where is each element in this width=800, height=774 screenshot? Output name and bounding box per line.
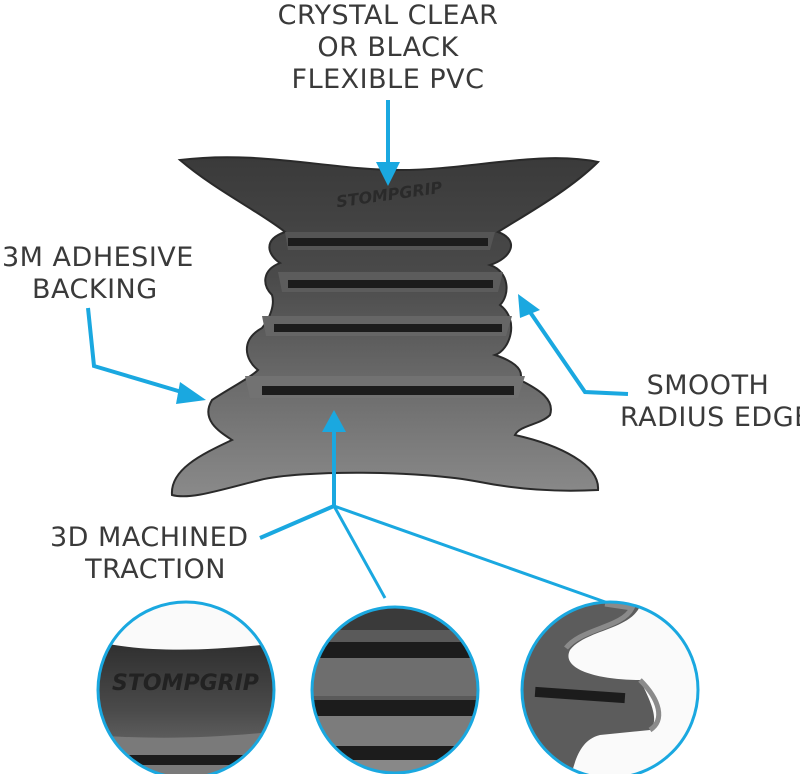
groove-2 — [288, 280, 493, 288]
brand-logo-detail: STOMPGRIP — [112, 671, 259, 696]
callout-pvc: CRYSTAL CLEAR OR BLACK FLEXIBLE PVC — [270, 0, 506, 96]
callout-pvc-line-1: CRYSTAL CLEAR — [277, 0, 499, 31]
groove-4 — [262, 386, 514, 395]
detail-circle-grooves — [310, 605, 480, 774]
callout-arrows — [86, 100, 629, 605]
callout-pvc-line-3: FLEXIBLE PVC — [291, 64, 485, 95]
traction-pad: STOMPGRIP — [170, 156, 601, 498]
detail-circle-edge — [520, 600, 700, 774]
edge-arrowhead-icon — [518, 294, 540, 318]
callout-pvc-line-2: OR BLACK — [317, 32, 459, 63]
callout-adhesive-line-1: 3M ADHESIVE — [2, 242, 194, 273]
callout-edge: SMOOTH RADIUS EDGE — [620, 370, 800, 434]
traction-leader-1 — [332, 505, 387, 599]
callout-traction-line-1: 3D MACHINED — [50, 522, 249, 553]
groove-3 — [274, 324, 502, 332]
traction-leader-2 — [333, 504, 609, 605]
edge-arrow-line — [528, 310, 629, 396]
groove-1 — [288, 238, 488, 246]
traction-arrowhead-icon — [322, 410, 346, 432]
adhesive-arrowhead-icon — [176, 382, 206, 404]
callout-adhesive: 3M ADHESIVE BACKING — [2, 242, 194, 306]
adhesive-arrow-line — [86, 307, 186, 395]
callout-traction-line-2: TRACTION — [85, 554, 226, 585]
callout-adhesive-line-2: BACKING — [32, 274, 158, 305]
pvc-arrowhead-icon — [376, 162, 400, 186]
callout-edge-line-2: RADIUS EDGE — [620, 402, 800, 433]
callout-traction: 3D MACHINED TRACTION — [50, 522, 248, 586]
callout-edge-line-1: SMOOTH — [646, 370, 770, 401]
detail-circle-logo: STOMPGRIP — [96, 600, 276, 774]
